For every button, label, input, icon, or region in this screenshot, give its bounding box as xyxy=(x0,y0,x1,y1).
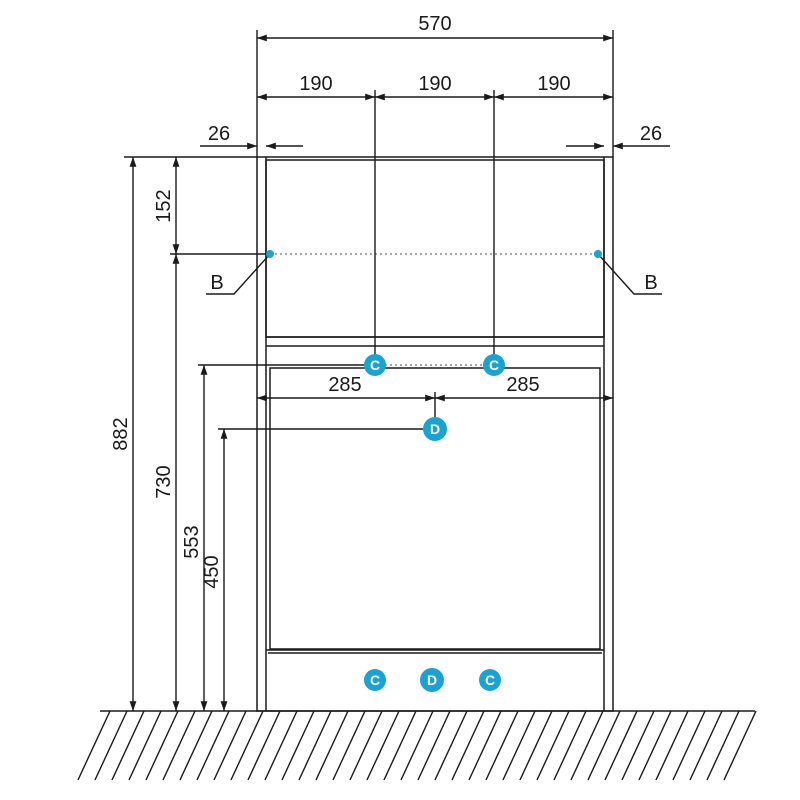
hatch-line xyxy=(264,710,298,781)
hatch-line xyxy=(706,710,740,781)
hatch-line xyxy=(655,710,689,781)
hatch-line xyxy=(417,710,451,781)
dim-side-right-label: 26 xyxy=(640,123,662,145)
cabinet-body xyxy=(256,156,614,712)
hatch-line xyxy=(366,710,400,781)
hatch-line xyxy=(298,710,332,781)
top-shelf-box xyxy=(265,159,605,338)
hatch-line xyxy=(230,710,264,781)
dim-overall-width xyxy=(256,30,614,157)
hatch-line xyxy=(196,710,230,781)
dim-segment-right-label: 190 xyxy=(537,73,570,95)
hatch-line xyxy=(621,710,655,781)
b-point-right xyxy=(594,250,602,258)
dim-overall-width-label: 570 xyxy=(418,13,451,35)
marker-c-bottom-left: C xyxy=(364,669,386,691)
dim-height-c-label: 553 xyxy=(181,525,203,558)
hatch-line xyxy=(77,710,111,781)
svg-text:D: D xyxy=(427,672,437,688)
dim-height-d-label: 450 xyxy=(201,555,223,588)
dim-height-b-label: 730 xyxy=(153,465,175,498)
hatch-line xyxy=(689,710,723,781)
hatch-line xyxy=(332,710,366,781)
b-label-right: B xyxy=(644,272,657,294)
b-point-left xyxy=(266,250,274,258)
hatch-line xyxy=(400,710,434,781)
hatch-line xyxy=(213,710,247,781)
cabinet-outer xyxy=(256,156,614,712)
hatch-line xyxy=(162,710,196,781)
marker-c-upper-left: C xyxy=(364,354,386,376)
drawer-front xyxy=(269,367,601,650)
dim-half-left-label: 285 xyxy=(328,374,361,396)
hatch-line xyxy=(468,710,502,781)
hatch-line xyxy=(638,710,672,781)
hatch-line xyxy=(145,710,179,781)
svg-text:C: C xyxy=(489,357,499,373)
marker-d-bottom: D xyxy=(420,668,444,692)
dim-segments xyxy=(257,90,613,357)
floor-hatch xyxy=(77,710,757,781)
svg-text:C: C xyxy=(370,357,380,373)
b-label-left: B xyxy=(210,272,223,294)
hatch-line xyxy=(315,710,349,781)
dim-segment-left-label: 190 xyxy=(299,73,332,95)
dim-segment-middle-label: 190 xyxy=(418,73,451,95)
dim-halves xyxy=(257,392,613,420)
hatch-line xyxy=(247,710,281,781)
hatch-line xyxy=(723,710,757,781)
hatch-line xyxy=(179,710,213,781)
marker-c-bottom-right: C xyxy=(479,669,501,691)
hatch-line xyxy=(672,710,706,781)
hatch-line xyxy=(128,710,162,781)
hatch-line xyxy=(94,710,128,781)
hatch-line xyxy=(111,710,145,781)
hatch-line xyxy=(434,710,468,781)
svg-text:C: C xyxy=(370,672,380,688)
hatch-line xyxy=(281,710,315,781)
b-leaders xyxy=(206,253,662,295)
svg-text:D: D xyxy=(430,421,440,437)
hatch-line xyxy=(485,710,519,781)
dim-side-left-label: 26 xyxy=(208,123,230,145)
dim-height-total-label: 882 xyxy=(110,417,132,450)
marker-d-upper: D xyxy=(423,417,447,441)
dim-top-offset-label: 152 xyxy=(153,189,175,222)
dim-verticals xyxy=(124,156,423,711)
hatch-line xyxy=(604,710,638,781)
hatch-line xyxy=(383,710,417,781)
svg-text:C: C xyxy=(485,672,495,688)
hatch-line xyxy=(502,710,536,781)
hatch-line xyxy=(570,710,604,781)
hatch-lines xyxy=(77,710,757,781)
hatch-line xyxy=(536,710,570,781)
hatch-line xyxy=(451,710,485,781)
marker-c-upper-right: C xyxy=(483,354,505,376)
hatch-line xyxy=(553,710,587,781)
dim-half-right-label: 285 xyxy=(506,374,539,396)
hatch-line xyxy=(519,710,553,781)
hatch-line xyxy=(587,710,621,781)
hatch-line xyxy=(349,710,383,781)
